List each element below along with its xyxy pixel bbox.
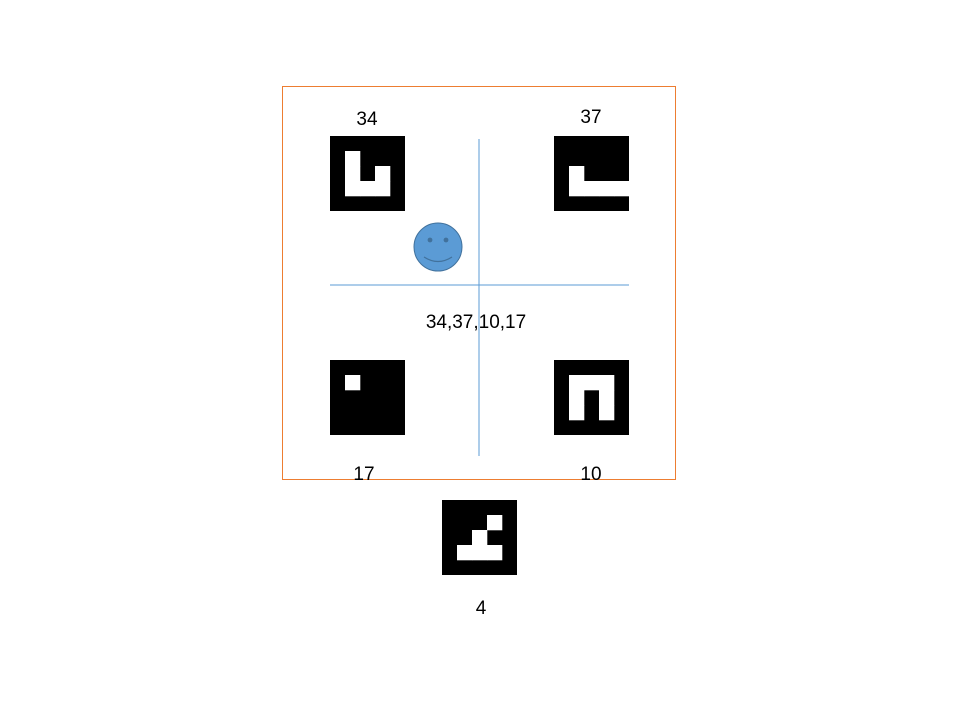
- marker-10-cell: [569, 390, 585, 406]
- marker-37-cell: [614, 181, 629, 197]
- marker-10-background: [554, 360, 629, 435]
- marker-label-17: 17: [353, 464, 375, 485]
- marker-37-cell: [584, 181, 600, 197]
- marker-37-grid: [554, 136, 629, 211]
- marker-10-cell: [569, 405, 585, 421]
- marker-label-34: 34: [356, 109, 378, 130]
- aruco-marker-37: [554, 136, 629, 211]
- marker-label-4: 4: [475, 598, 487, 619]
- marker-label-37: 37: [580, 107, 602, 128]
- aruco-marker-17: [330, 360, 405, 435]
- marker-37-cell: [569, 166, 585, 182]
- marker-17-background: [330, 360, 405, 435]
- marker-10-grid: [554, 360, 629, 435]
- marker-label-10: 10: [580, 464, 602, 485]
- smiley-mouth: [423, 256, 453, 263]
- marker-frame: [282, 86, 676, 480]
- marker-34-cell: [360, 181, 376, 197]
- marker-10-cell: [599, 405, 615, 421]
- marker-34-cell: [345, 166, 361, 182]
- marker-id-list: 34,37,10,17: [425, 312, 527, 333]
- marker-34-cell: [345, 181, 361, 197]
- smiley-left-eye: [427, 237, 433, 243]
- marker-34-grid: [330, 136, 405, 211]
- marker-34-cell: [375, 166, 391, 182]
- marker-4-cell: [487, 515, 503, 531]
- marker-10-cell: [599, 375, 615, 391]
- marker-34-cell: [345, 151, 361, 167]
- smiley-right-eye: [443, 237, 449, 243]
- marker-10-cell: [584, 375, 600, 391]
- marker-34-cell: [375, 181, 391, 197]
- marker-4-cell: [487, 545, 503, 561]
- marker-37-cell: [569, 181, 585, 197]
- marker-4-cell: [457, 545, 473, 561]
- marker-37-cell: [599, 181, 615, 197]
- marker-4-grid: [442, 500, 517, 575]
- aruco-marker-10: [554, 360, 629, 435]
- marker-10-cell: [599, 390, 615, 406]
- aruco-marker-4: [442, 500, 517, 575]
- marker-17-grid: [330, 360, 405, 435]
- marker-34-background: [330, 136, 405, 211]
- smiley-head: [413, 222, 463, 272]
- aruco-marker-34: [330, 136, 405, 211]
- marker-17-cell: [345, 375, 361, 391]
- marker-4-cell: [472, 545, 488, 561]
- marker-37-background: [554, 136, 629, 211]
- marker-4-cell: [472, 530, 488, 546]
- marker-10-cell: [569, 375, 585, 391]
